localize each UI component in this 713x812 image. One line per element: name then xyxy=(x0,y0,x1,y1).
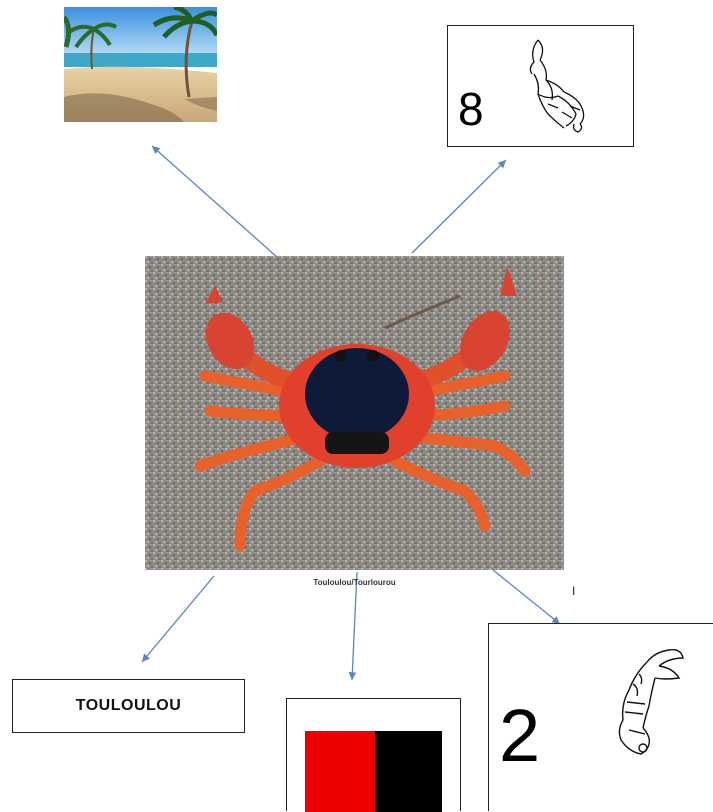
claws-count: 2 xyxy=(499,699,540,773)
legs-count-box: 8 xyxy=(447,25,634,147)
arrow-to-beach xyxy=(152,146,278,258)
crab-name: TOULOULOU xyxy=(76,697,182,715)
name-box: TOULOULOU xyxy=(12,679,245,733)
claws-count-box: 2 xyxy=(488,623,713,811)
colors-box xyxy=(286,698,461,811)
legs-count: 8 xyxy=(458,86,484,132)
beach-picture xyxy=(64,7,217,122)
crab-legs-drawing xyxy=(518,34,598,134)
color-swatch-red xyxy=(305,731,375,812)
photo-caption: Touloulou/Tourlourou xyxy=(145,578,564,587)
crab-claw-drawing xyxy=(599,644,689,764)
color-swatch-black xyxy=(375,731,442,812)
arrow-to-name xyxy=(142,576,214,662)
crab-photo xyxy=(145,256,564,570)
arrow-to-legs xyxy=(412,160,506,253)
arrow-to-colors xyxy=(352,572,357,680)
stray-mark: I xyxy=(572,584,575,598)
